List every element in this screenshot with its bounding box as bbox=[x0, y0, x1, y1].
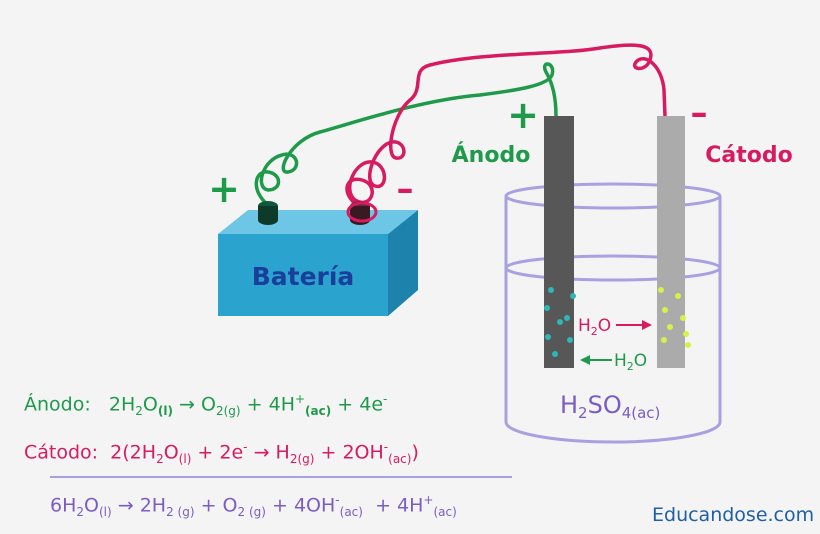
reaction-arrow: → bbox=[253, 441, 270, 464]
cathode-label: Cátodo bbox=[705, 143, 792, 168]
electrolyte-formula: H2SO4(ac) bbox=[560, 391, 660, 422]
anode-sign: + bbox=[507, 93, 539, 137]
cathode-eq-label: Cátodo: bbox=[24, 441, 99, 464]
anode-bubbles bbox=[544, 287, 576, 357]
water-label-right: H2O bbox=[578, 316, 611, 338]
cathode-electrode bbox=[657, 116, 685, 368]
cathode-sign: – bbox=[691, 93, 708, 133]
sum-divider bbox=[50, 476, 512, 478]
pink-wire bbox=[345, 43, 667, 209]
brand-watermark: Educandose.com bbox=[652, 504, 815, 526]
water-label-left: H2O bbox=[614, 351, 647, 373]
battery-plus-sign: + bbox=[208, 167, 240, 211]
anode-electrode bbox=[544, 116, 574, 368]
anode-equation: Ánodo: 2H2O(l) → O2(g) + 4H+(ac) + 4e- bbox=[24, 392, 388, 419]
beaker bbox=[504, 182, 722, 444]
reaction-arrow: → bbox=[179, 393, 195, 416]
anode-label: Ánodo bbox=[452, 142, 531, 168]
reaction-arrow: → bbox=[117, 494, 134, 517]
total-equation: 6H2O(l) → 2H2 (g) + O2 (g) + 4OH-(ac) + … bbox=[50, 493, 457, 520]
cathode-equation: Cátodo: 2(2H2O(l) + 2e- → H2(g) + 2OH-(a… bbox=[24, 440, 419, 467]
battery bbox=[218, 201, 418, 316]
cathode-bubbles bbox=[658, 287, 691, 348]
anode-eq-label: Ánodo: bbox=[24, 393, 91, 416]
arrow-left-head bbox=[580, 355, 590, 365]
arrow-right-head bbox=[642, 320, 652, 330]
battery-minus-sign: – bbox=[397, 169, 414, 209]
green-wire bbox=[254, 62, 558, 207]
battery-label: Batería bbox=[252, 262, 355, 291]
